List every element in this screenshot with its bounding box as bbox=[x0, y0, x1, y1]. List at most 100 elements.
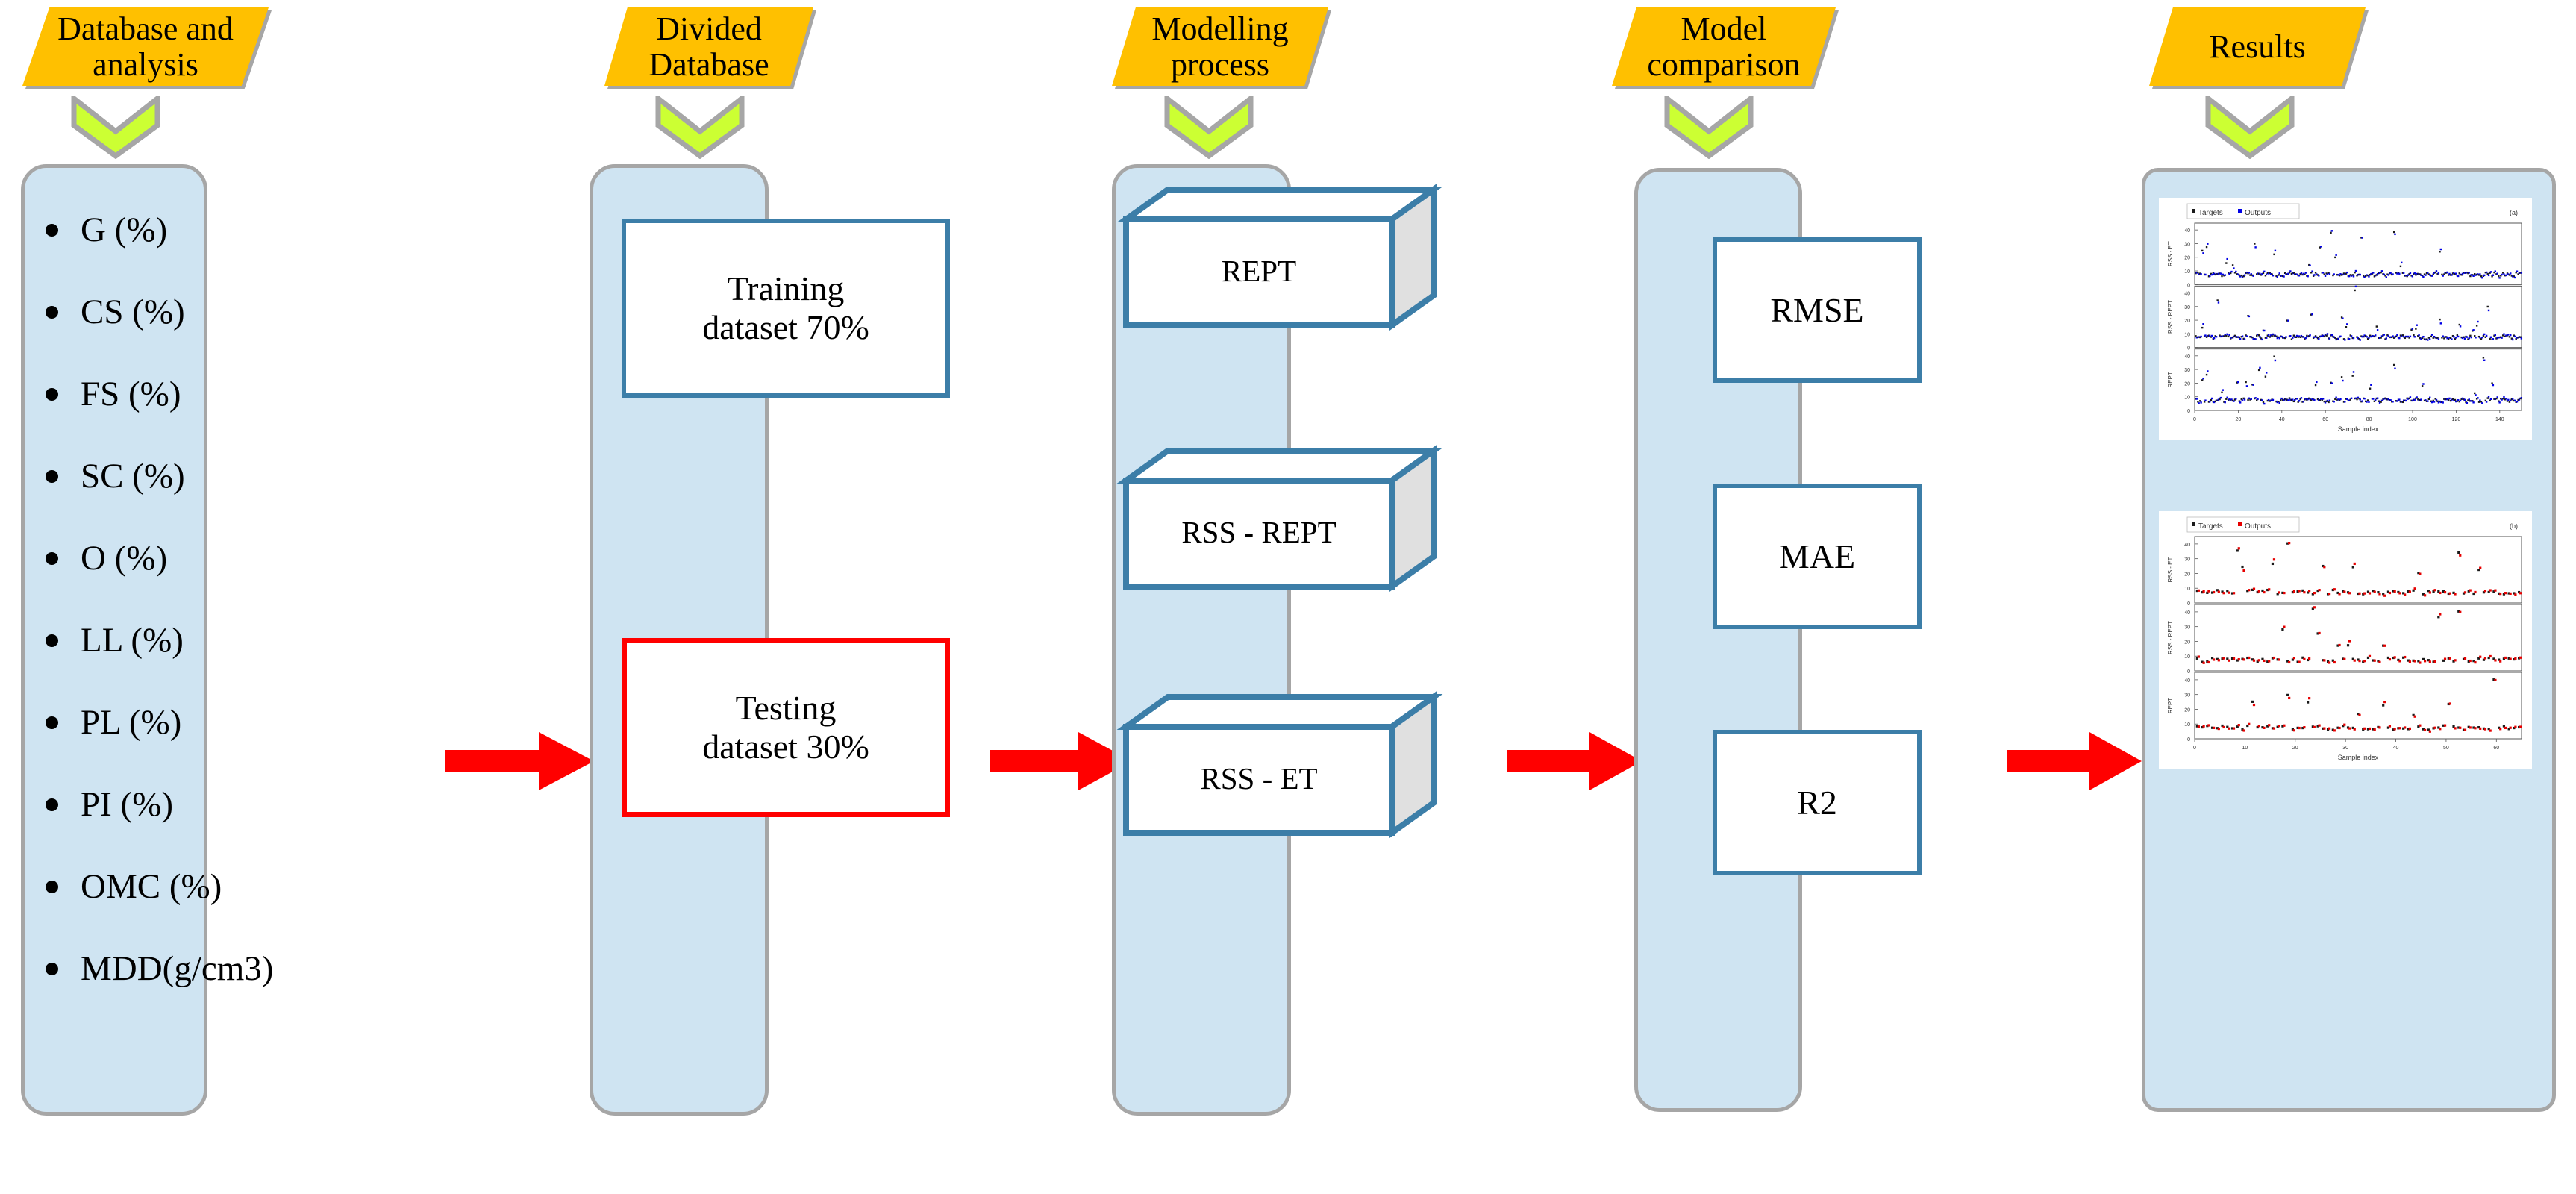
svg-text:40: 40 bbox=[2184, 228, 2190, 234]
model-cube-rss-et[interactable]: RSS - ET bbox=[1116, 691, 1443, 839]
database-bullet-list: G (%) CS (%) FS (%) SC (%) O (%) LL (%) … bbox=[46, 189, 583, 1010]
svg-text:20: 20 bbox=[2184, 256, 2190, 261]
bullet-label: O (%) bbox=[81, 539, 168, 578]
svg-text:30: 30 bbox=[2184, 242, 2190, 247]
bullet-label: PL (%) bbox=[81, 703, 182, 742]
svg-text:20: 20 bbox=[2236, 417, 2242, 422]
chevron-down-icon bbox=[1664, 96, 1754, 159]
header-parallelogram bbox=[22, 7, 269, 86]
metric-box-rmse[interactable]: RMSE bbox=[1713, 237, 1922, 383]
svg-text:Sample index: Sample index bbox=[2338, 425, 2379, 433]
svg-text:40: 40 bbox=[2279, 417, 2285, 422]
svg-text:40: 40 bbox=[2184, 354, 2190, 360]
svg-text:10: 10 bbox=[2242, 746, 2248, 751]
svg-text:(a): (a) bbox=[2510, 209, 2518, 216]
stage-header-label: Model comparison bbox=[1647, 10, 1801, 83]
svg-text:10: 10 bbox=[2184, 332, 2190, 337]
red-arrow-right-icon bbox=[2007, 728, 2142, 795]
svg-text:30: 30 bbox=[2184, 557, 2190, 563]
header-parallelogram bbox=[1612, 7, 1836, 86]
svg-text:0: 0 bbox=[2187, 601, 2190, 607]
red-arrow-right-icon bbox=[990, 728, 1132, 795]
list-item: CS (%) bbox=[46, 271, 583, 353]
svg-text:20: 20 bbox=[2184, 640, 2190, 645]
chevron-down-icon bbox=[655, 96, 745, 159]
svg-text:60: 60 bbox=[2322, 417, 2328, 422]
svg-text:REPT: REPT bbox=[2167, 372, 2174, 387]
red-arrow-right-icon bbox=[445, 728, 594, 795]
svg-text:140: 140 bbox=[2495, 417, 2504, 422]
svg-text:RSS - ET: RSS - ET bbox=[2167, 557, 2174, 582]
bullet-label: CS (%) bbox=[81, 293, 185, 331]
svg-text:120: 120 bbox=[2452, 417, 2461, 422]
svg-text:40: 40 bbox=[2184, 678, 2190, 684]
svg-text:20: 20 bbox=[2184, 707, 2190, 713]
divided-database-panel: Training dataset 70% Testing dataset 30% bbox=[590, 164, 950, 1116]
metric-box-r2[interactable]: R2 bbox=[1713, 730, 1922, 875]
header-parallelogram bbox=[1112, 7, 1328, 86]
svg-text:10: 10 bbox=[2184, 722, 2190, 728]
svg-text:100: 100 bbox=[2408, 417, 2417, 422]
stage-header-model-comparison[interactable]: Model comparison bbox=[1612, 7, 1839, 89]
svg-text:Sample index: Sample index bbox=[2338, 754, 2379, 761]
bullet-dot-icon bbox=[46, 880, 58, 893]
list-item: O (%) bbox=[46, 517, 583, 599]
svg-text:30: 30 bbox=[2342, 746, 2348, 751]
metric-box-mae[interactable]: MAE bbox=[1713, 484, 1922, 629]
bullet-dot-icon bbox=[46, 634, 58, 647]
svg-text:30: 30 bbox=[2184, 693, 2190, 698]
chevron-down-icon bbox=[71, 96, 160, 159]
svg-text:30: 30 bbox=[2184, 305, 2190, 310]
bullet-label: SC (%) bbox=[81, 457, 185, 496]
svg-text:Outputs: Outputs bbox=[2245, 522, 2271, 531]
stage-header-results[interactable]: Results bbox=[2149, 7, 2369, 89]
chevron-down-icon bbox=[1164, 96, 1254, 159]
model-cube-rept[interactable]: REPT bbox=[1116, 184, 1443, 331]
svg-text:RSS - ET: RSS - ET bbox=[2167, 241, 2174, 266]
stage-header-label: Modelling process bbox=[1151, 10, 1289, 83]
list-item: OMC (%) bbox=[46, 846, 583, 928]
svg-text:0: 0 bbox=[2193, 746, 2196, 751]
svg-text:20: 20 bbox=[2184, 572, 2190, 577]
svg-text:RSS - REPT: RSS - REPT bbox=[2167, 300, 2174, 334]
stage-header-modelling-process[interactable]: Modelling process bbox=[1112, 7, 1331, 89]
svg-text:Outputs: Outputs bbox=[2245, 209, 2271, 217]
stage-header-label: Divided Database bbox=[648, 10, 769, 83]
svg-text:40: 40 bbox=[2184, 610, 2190, 616]
training-dataset-box[interactable]: Training dataset 70% bbox=[622, 219, 950, 398]
svg-text:40: 40 bbox=[2184, 291, 2190, 296]
svg-text:Targets: Targets bbox=[2198, 522, 2223, 531]
stage-header-divided-database[interactable]: Divided Database bbox=[604, 7, 816, 89]
list-item: MDD(g/cm3) bbox=[46, 928, 583, 1010]
svg-text:20: 20 bbox=[2184, 319, 2190, 324]
svg-text:20: 20 bbox=[2292, 746, 2298, 751]
svg-text:Targets: Targets bbox=[2198, 209, 2223, 217]
stage-header-label: Results bbox=[2209, 28, 2306, 65]
chevron-down-icon bbox=[2205, 96, 2295, 159]
list-item: PI (%) bbox=[46, 763, 583, 846]
svg-text:60: 60 bbox=[2493, 746, 2499, 751]
model-cube-rss-rept[interactable]: RSS - REPT bbox=[1116, 445, 1443, 593]
bullet-label: OMC (%) bbox=[81, 867, 222, 906]
testing-dataset-box[interactable]: Testing dataset 30% bbox=[622, 638, 950, 817]
svg-text:(b): (b) bbox=[2510, 522, 2518, 530]
svg-text:40: 40 bbox=[2393, 746, 2399, 751]
bullet-dot-icon bbox=[46, 469, 58, 483]
stage-header-label: Database and analysis bbox=[57, 10, 234, 83]
bullet-dot-icon bbox=[46, 716, 58, 729]
svg-text:40: 40 bbox=[2184, 543, 2190, 548]
bullet-label: G (%) bbox=[81, 210, 168, 249]
red-arrow-right-icon bbox=[1507, 728, 1642, 795]
bullet-dot-icon bbox=[46, 387, 58, 401]
list-item: PL (%) bbox=[46, 681, 583, 763]
stage-header-database[interactable]: Database and analysis bbox=[22, 7, 272, 89]
list-item: SC (%) bbox=[46, 435, 583, 517]
svg-text:20: 20 bbox=[2184, 381, 2190, 387]
svg-text:0: 0 bbox=[2187, 346, 2190, 351]
svg-text:10: 10 bbox=[2184, 587, 2190, 592]
svg-text:0: 0 bbox=[2187, 737, 2190, 743]
